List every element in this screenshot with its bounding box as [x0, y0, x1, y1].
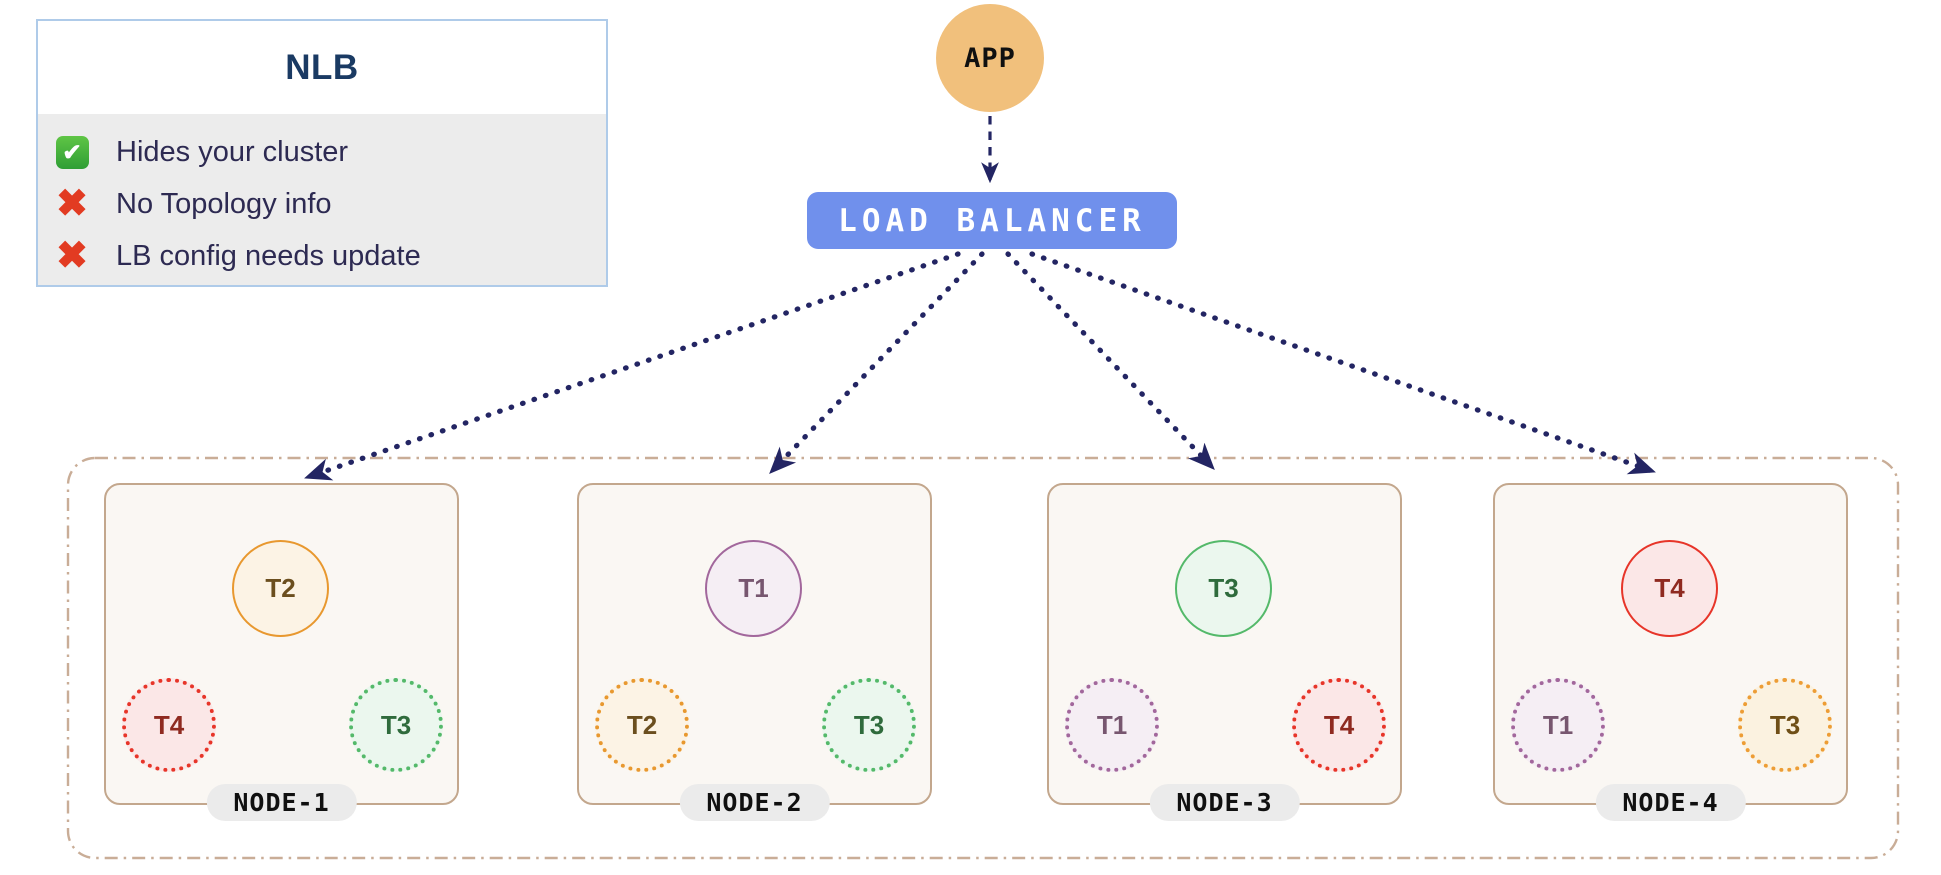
node-2: T1 T2 T3 NODE-2	[577, 483, 932, 821]
node-label: NODE-3	[1149, 784, 1300, 821]
node-label: NODE-4	[1595, 784, 1746, 821]
pod-token-label: T1	[738, 573, 769, 603]
pod-token: T4	[122, 678, 216, 772]
pod-token: T4	[1292, 678, 1386, 772]
pod-token: T1	[705, 540, 802, 637]
pod-token-label: T3	[1769, 709, 1801, 740]
app-label: APP	[964, 42, 1016, 74]
pod-token-label: T2	[265, 573, 296, 603]
load-balancer: LOAD BALANCER	[807, 192, 1177, 249]
node-label: NODE-2	[679, 784, 830, 821]
pod-token-label: T2	[626, 709, 658, 740]
pod-token: T2	[232, 540, 329, 637]
legend-item-text: Hides your cluster	[116, 135, 349, 168]
node-1: T2 T4 T3 NODE-1	[104, 483, 459, 821]
pod-token: T3	[1738, 678, 1832, 772]
pod-token-label: T4	[153, 709, 185, 740]
pod-token-label: T4	[1323, 709, 1355, 740]
pod-token: T1	[1065, 678, 1159, 772]
app-node: APP	[936, 4, 1044, 112]
legend-item: ✔ Hides your cluster	[52, 126, 606, 178]
legend-item: ✖ No Topology info	[52, 178, 606, 230]
pod-token-label: T1	[1096, 709, 1128, 740]
cross-icon: ✖	[56, 235, 88, 277]
legend-item: ✖ LB config needs update	[52, 230, 606, 282]
legend-list: ✔ Hides your cluster ✖ No Topology info …	[38, 114, 606, 285]
legend-item-text: No Topology info	[116, 187, 332, 220]
legend-title: NLB	[285, 47, 359, 87]
pod-token: T3	[349, 678, 443, 772]
pod-token-label: T1	[1542, 709, 1574, 740]
arrow-lb-to-node-4	[1029, 251, 1656, 475]
pod-token-label: T3	[853, 709, 885, 740]
arrow-lb-to-node-1	[304, 251, 961, 481]
cross-icon: ✖	[56, 183, 88, 225]
pod-token: T3	[1175, 540, 1272, 637]
pod-token-label: T3	[1208, 573, 1239, 603]
pod-token-label: T4	[1654, 573, 1685, 603]
pod-token: T4	[1621, 540, 1718, 637]
pod-token: T2	[595, 678, 689, 772]
pod-token: T3	[822, 678, 916, 772]
node-3: T3 T1 T4 NODE-3	[1047, 483, 1402, 821]
node-label: NODE-1	[206, 784, 357, 821]
load-balancer-label: LOAD BALANCER	[838, 202, 1146, 239]
check-icon: ✔	[55, 135, 89, 169]
pod-token-label: T3	[380, 709, 412, 740]
node-4: T4 T1 T3 NODE-4	[1493, 483, 1848, 821]
pod-token: T1	[1511, 678, 1605, 772]
arrow-lb-to-node-2	[769, 251, 985, 474]
legend-item-text: LB config needs update	[116, 239, 421, 272]
nlb-legend-card: NLB ✔ Hides your cluster ✖ No Topology i…	[36, 19, 608, 287]
arrow-lb-to-node-3	[1005, 251, 1215, 470]
